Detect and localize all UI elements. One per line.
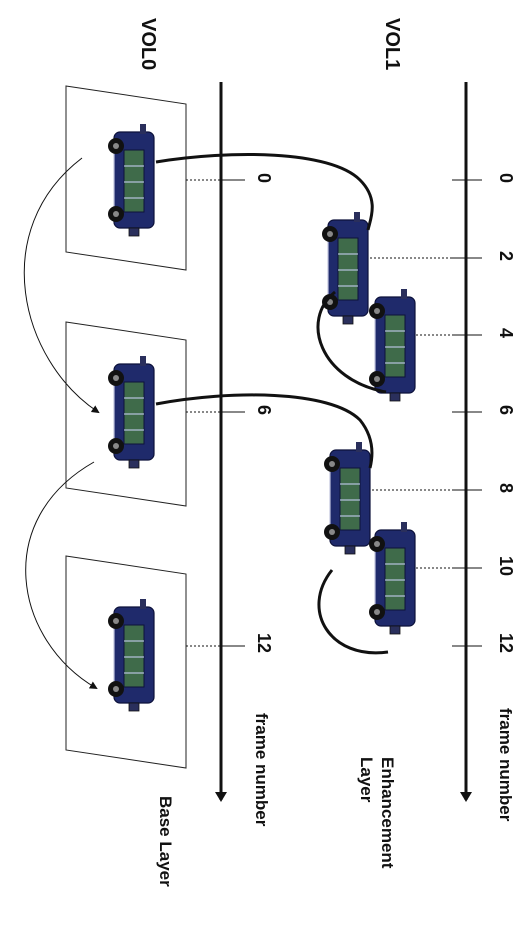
enh-car-8 (323, 441, 452, 555)
base-layer-label: Base Layer (156, 796, 175, 887)
enh-frame-12: 12 (496, 633, 516, 653)
base-frame-box-6 (65, 321, 221, 507)
enh-frame-0: 0 (496, 173, 516, 183)
enhancement-ticks (452, 179, 482, 647)
enh-car-2 (321, 211, 452, 325)
vol1-label: VOL1 (381, 18, 403, 70)
base-prediction-arrow-6-12 (25, 461, 98, 690)
base-frame-6: 6 (254, 405, 274, 415)
base-frame-box-12 (65, 555, 221, 769)
base-frame-12: 12 (254, 633, 274, 653)
frame-number-label-bottom: frame number (252, 713, 271, 827)
base-prediction-arrow-0-6 (23, 157, 100, 414)
base-ticks (221, 179, 245, 647)
enhancement-layer-label-line1: Enhancement (378, 757, 397, 869)
enh-frame-10: 10 (496, 556, 516, 576)
enh-car-10 (368, 521, 452, 635)
vol0-label: VOL0 (137, 18, 159, 70)
enh-frame-4: 4 (496, 328, 516, 338)
enh-frame-8: 8 (496, 483, 516, 493)
enh-car-4 (368, 288, 452, 402)
enh-frame-6: 6 (496, 405, 516, 415)
enhancement-layer-label-line2: Layer (357, 757, 376, 803)
frame-number-label-top: frame number (496, 708, 515, 822)
link-enh8-to-enh10 (317, 569, 389, 655)
link-base6-to-enh8 (155, 393, 374, 469)
enh-frame-2: 2 (496, 251, 516, 261)
base-frame-box-0 (65, 85, 221, 271)
link-enh2-to-enh4 (316, 290, 387, 394)
link-base0-to-enh2 (155, 153, 374, 231)
base-frame-0: 0 (254, 173, 274, 183)
